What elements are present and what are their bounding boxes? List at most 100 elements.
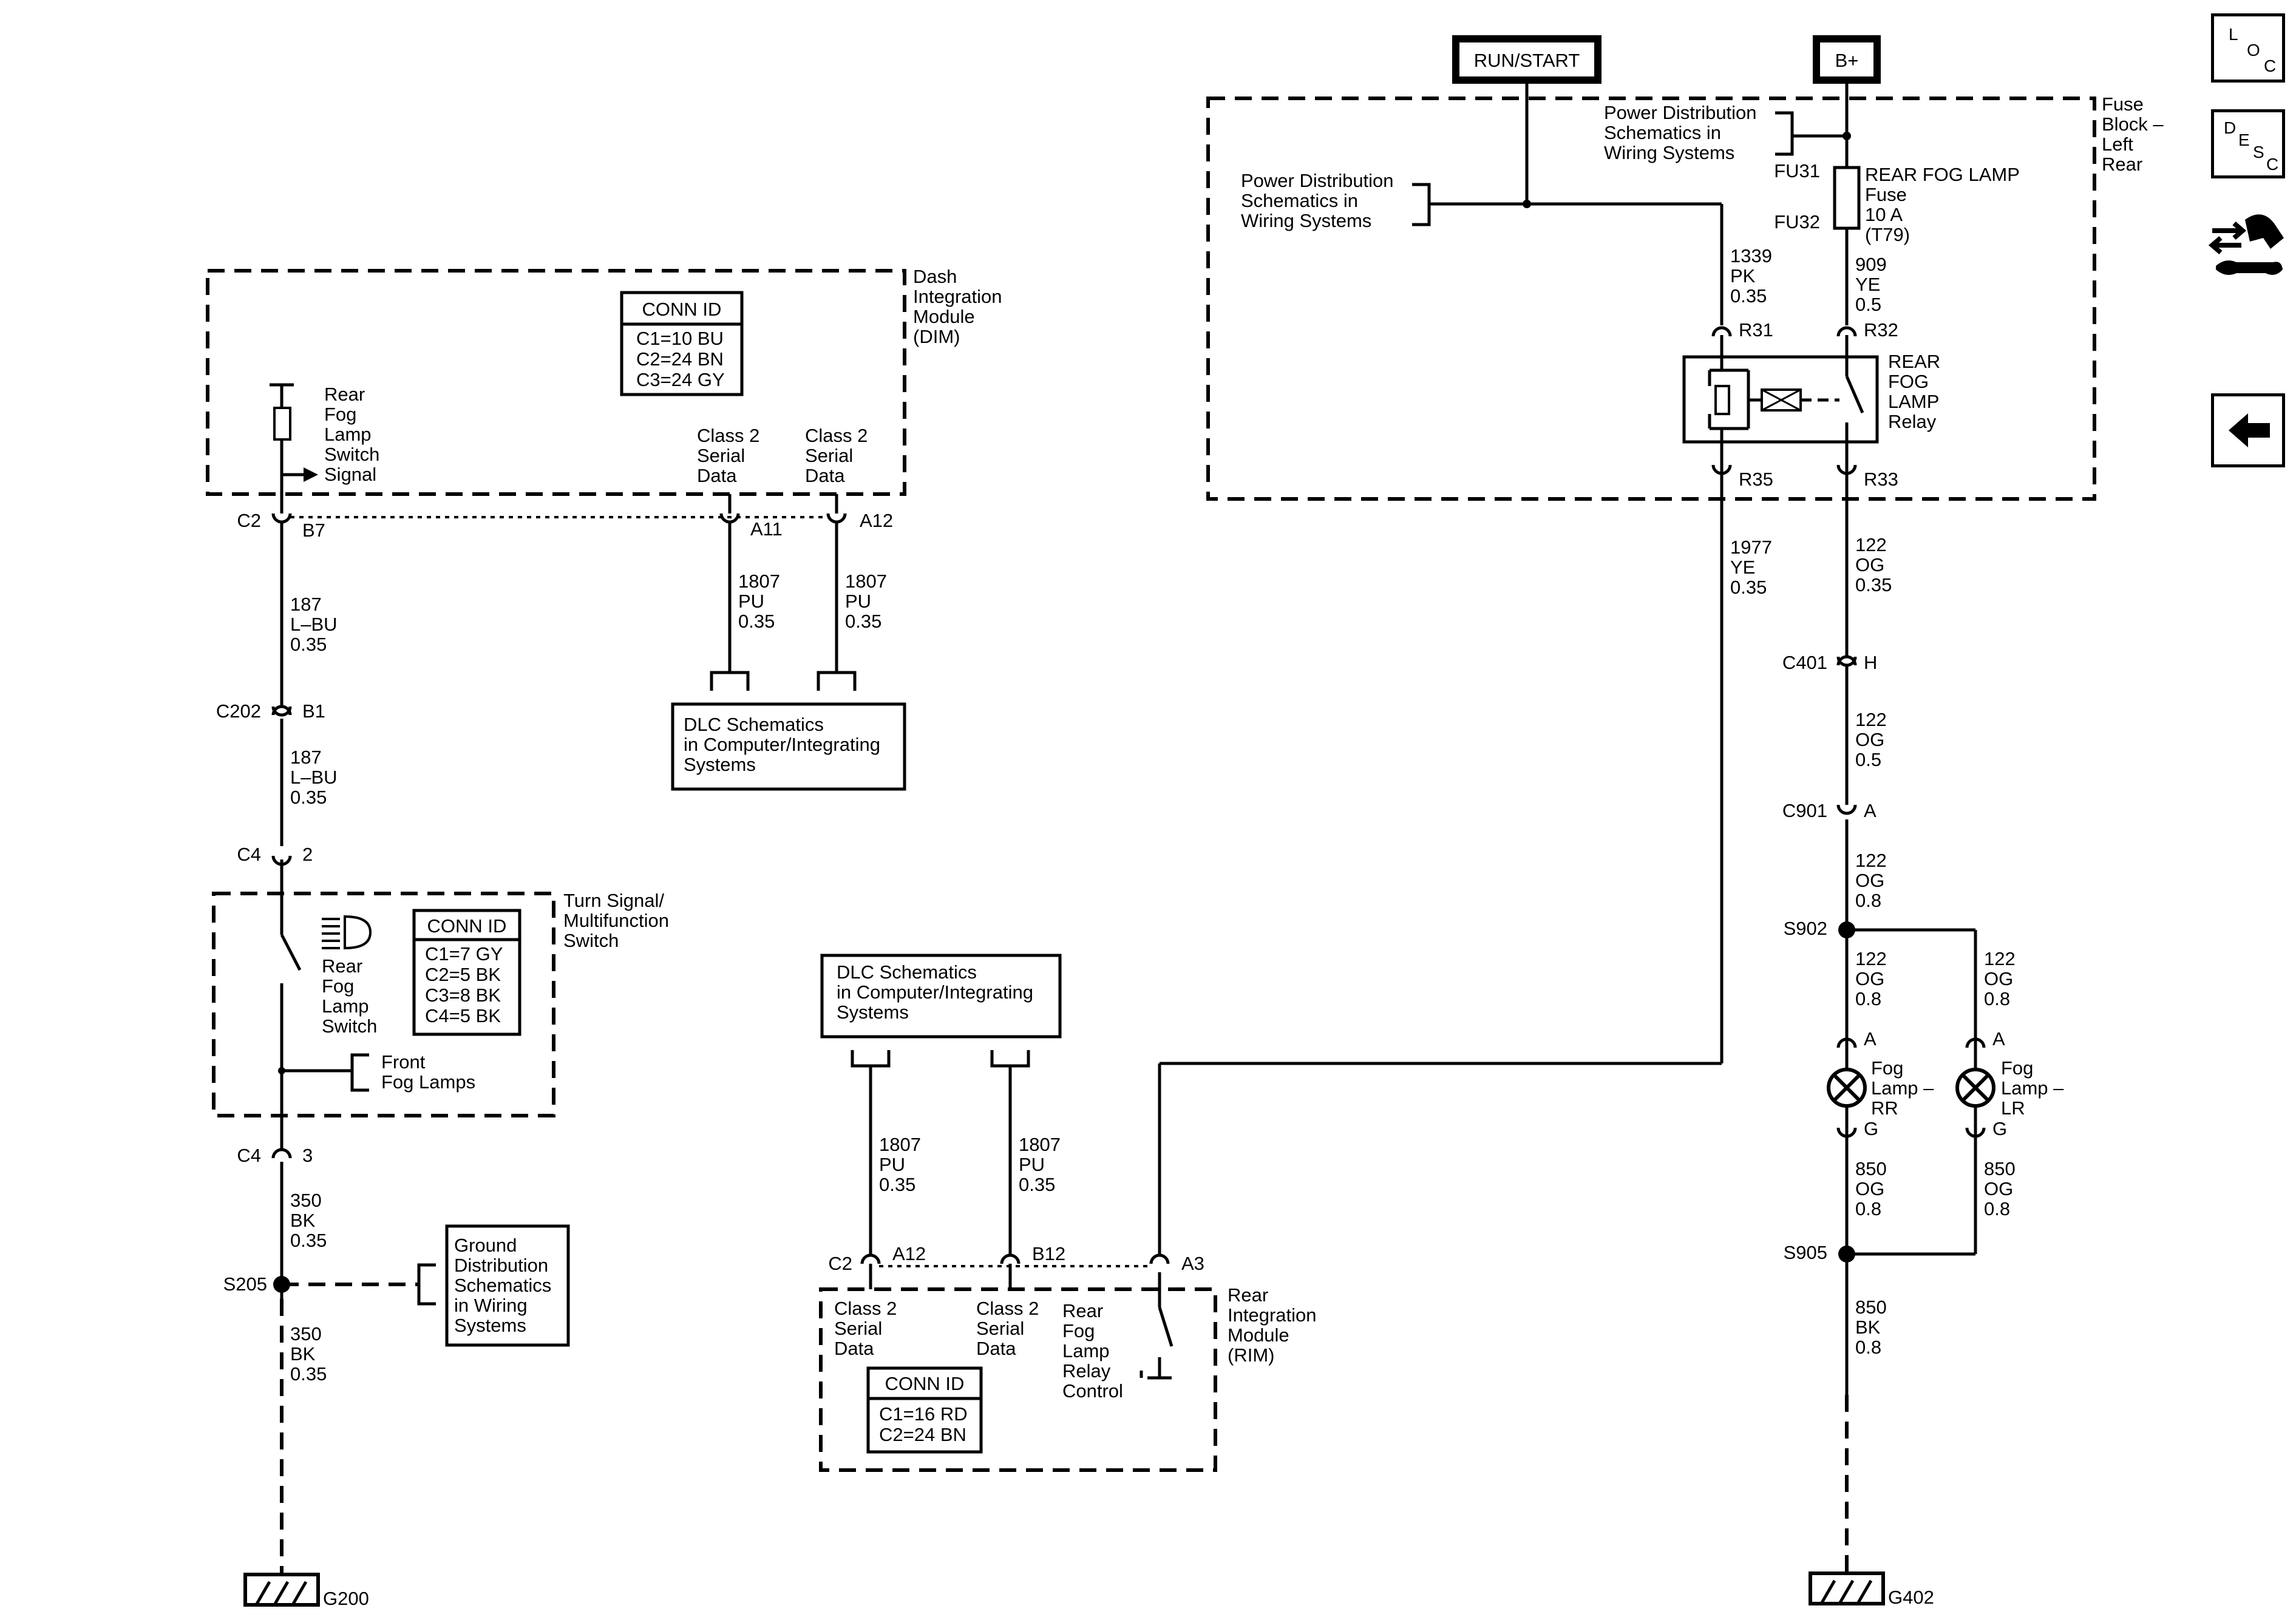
pin-c202: C202	[216, 700, 261, 722]
pin-b7: B7	[302, 520, 325, 541]
svg-text:RUN/START: RUN/START	[1474, 50, 1580, 71]
splice-s905	[1838, 1246, 1855, 1263]
loc-letter-c: C	[2264, 56, 2277, 75]
pin-c901: C901	[1782, 800, 1827, 821]
dim-outline	[206, 269, 906, 496]
pin-c2-rim: C2	[828, 1253, 852, 1274]
fog-lamp-rr-bulb	[1827, 1039, 1867, 1136]
pin-r32: R32	[1864, 319, 1898, 341]
splice-s205	[273, 1276, 290, 1293]
fog-lamp-switch-icon	[322, 915, 372, 950]
pin-a12-dim: A12	[860, 510, 893, 531]
pin-b12: B12	[1032, 1243, 1065, 1264]
pin-c2-dim: C2	[237, 510, 261, 531]
pin-2: 2	[302, 844, 313, 865]
fuse-block-outline	[1206, 97, 2096, 501]
connector-tool-icon[interactable]	[2207, 202, 2289, 282]
turn-switch-outline	[212, 892, 555, 1117]
run-start-terminal: RUN/START	[1452, 35, 1601, 84]
desc-letter-s: S	[2253, 143, 2264, 161]
pin-r33: R33	[1864, 469, 1898, 490]
rear-fog-lamp-fuse	[1833, 166, 1861, 230]
pin-a-c901: A	[1864, 800, 1877, 821]
loc-letter-o: O	[2247, 41, 2260, 59]
rim-outline	[819, 1287, 1217, 1472]
pin-g-lr: G	[1992, 1118, 2007, 1139]
ground-g402-symbol	[1809, 1571, 1885, 1605]
pin-c4-upper: C4	[237, 844, 261, 865]
pin-a-lr: A	[1992, 1028, 2005, 1049]
front-fog-bracket	[350, 1053, 369, 1092]
splice-run-start	[1523, 200, 1531, 208]
pin-a3: A3	[1181, 1253, 1204, 1274]
dim-conn-id-box	[620, 291, 744, 396]
turn-switch-conn-id-box	[412, 909, 521, 1036]
ground-g200-symbol	[243, 1573, 320, 1607]
pin-c4-lower: C4	[237, 1145, 261, 1166]
pin-s205: S205	[223, 1273, 267, 1295]
fuse-pin-fu32: FU32	[1774, 211, 1820, 232]
desc-button[interactable]: D E S C	[2211, 109, 2285, 178]
power-dist-bracket-right	[1775, 111, 1808, 156]
dlc-reference-box-upper	[671, 702, 906, 791]
pin-c401: C401	[1782, 652, 1827, 673]
desc-letter-e: E	[2238, 131, 2250, 149]
desc-letter-c: C	[2266, 155, 2279, 174]
loc-letter-l: L	[2229, 25, 2238, 44]
ground-dist-reference-box	[445, 1224, 570, 1347]
back-arrow-icon	[2229, 413, 2270, 447]
pin-b1: B1	[302, 700, 325, 722]
rim-conn-id-box	[866, 1366, 983, 1454]
splice-front-fog	[278, 1067, 285, 1074]
dlc-bracket-2b	[990, 1050, 1030, 1068]
ground-g200-label: G200	[323, 1588, 369, 1609]
b-plus-terminal: B+	[1813, 35, 1881, 84]
dlc-reference-box-lower	[820, 954, 1062, 1039]
power-dist-bracket-left	[1412, 183, 1431, 226]
dlc-bracket-1b	[817, 671, 857, 691]
dim-conn-id-text: CONN ID	[642, 299, 722, 320]
pin-s902: S902	[1784, 918, 1827, 939]
switch-signal-resistor	[273, 407, 291, 441]
back-arrow-button[interactable]	[2211, 393, 2285, 467]
desc-letter-d: D	[2224, 118, 2237, 137]
loc-button[interactable]: L O C	[2211, 13, 2285, 83]
switch-signal-arrow	[304, 467, 318, 482]
pin-g-rr: G	[1864, 1118, 1878, 1139]
pin-s905: S905	[1784, 1242, 1827, 1263]
